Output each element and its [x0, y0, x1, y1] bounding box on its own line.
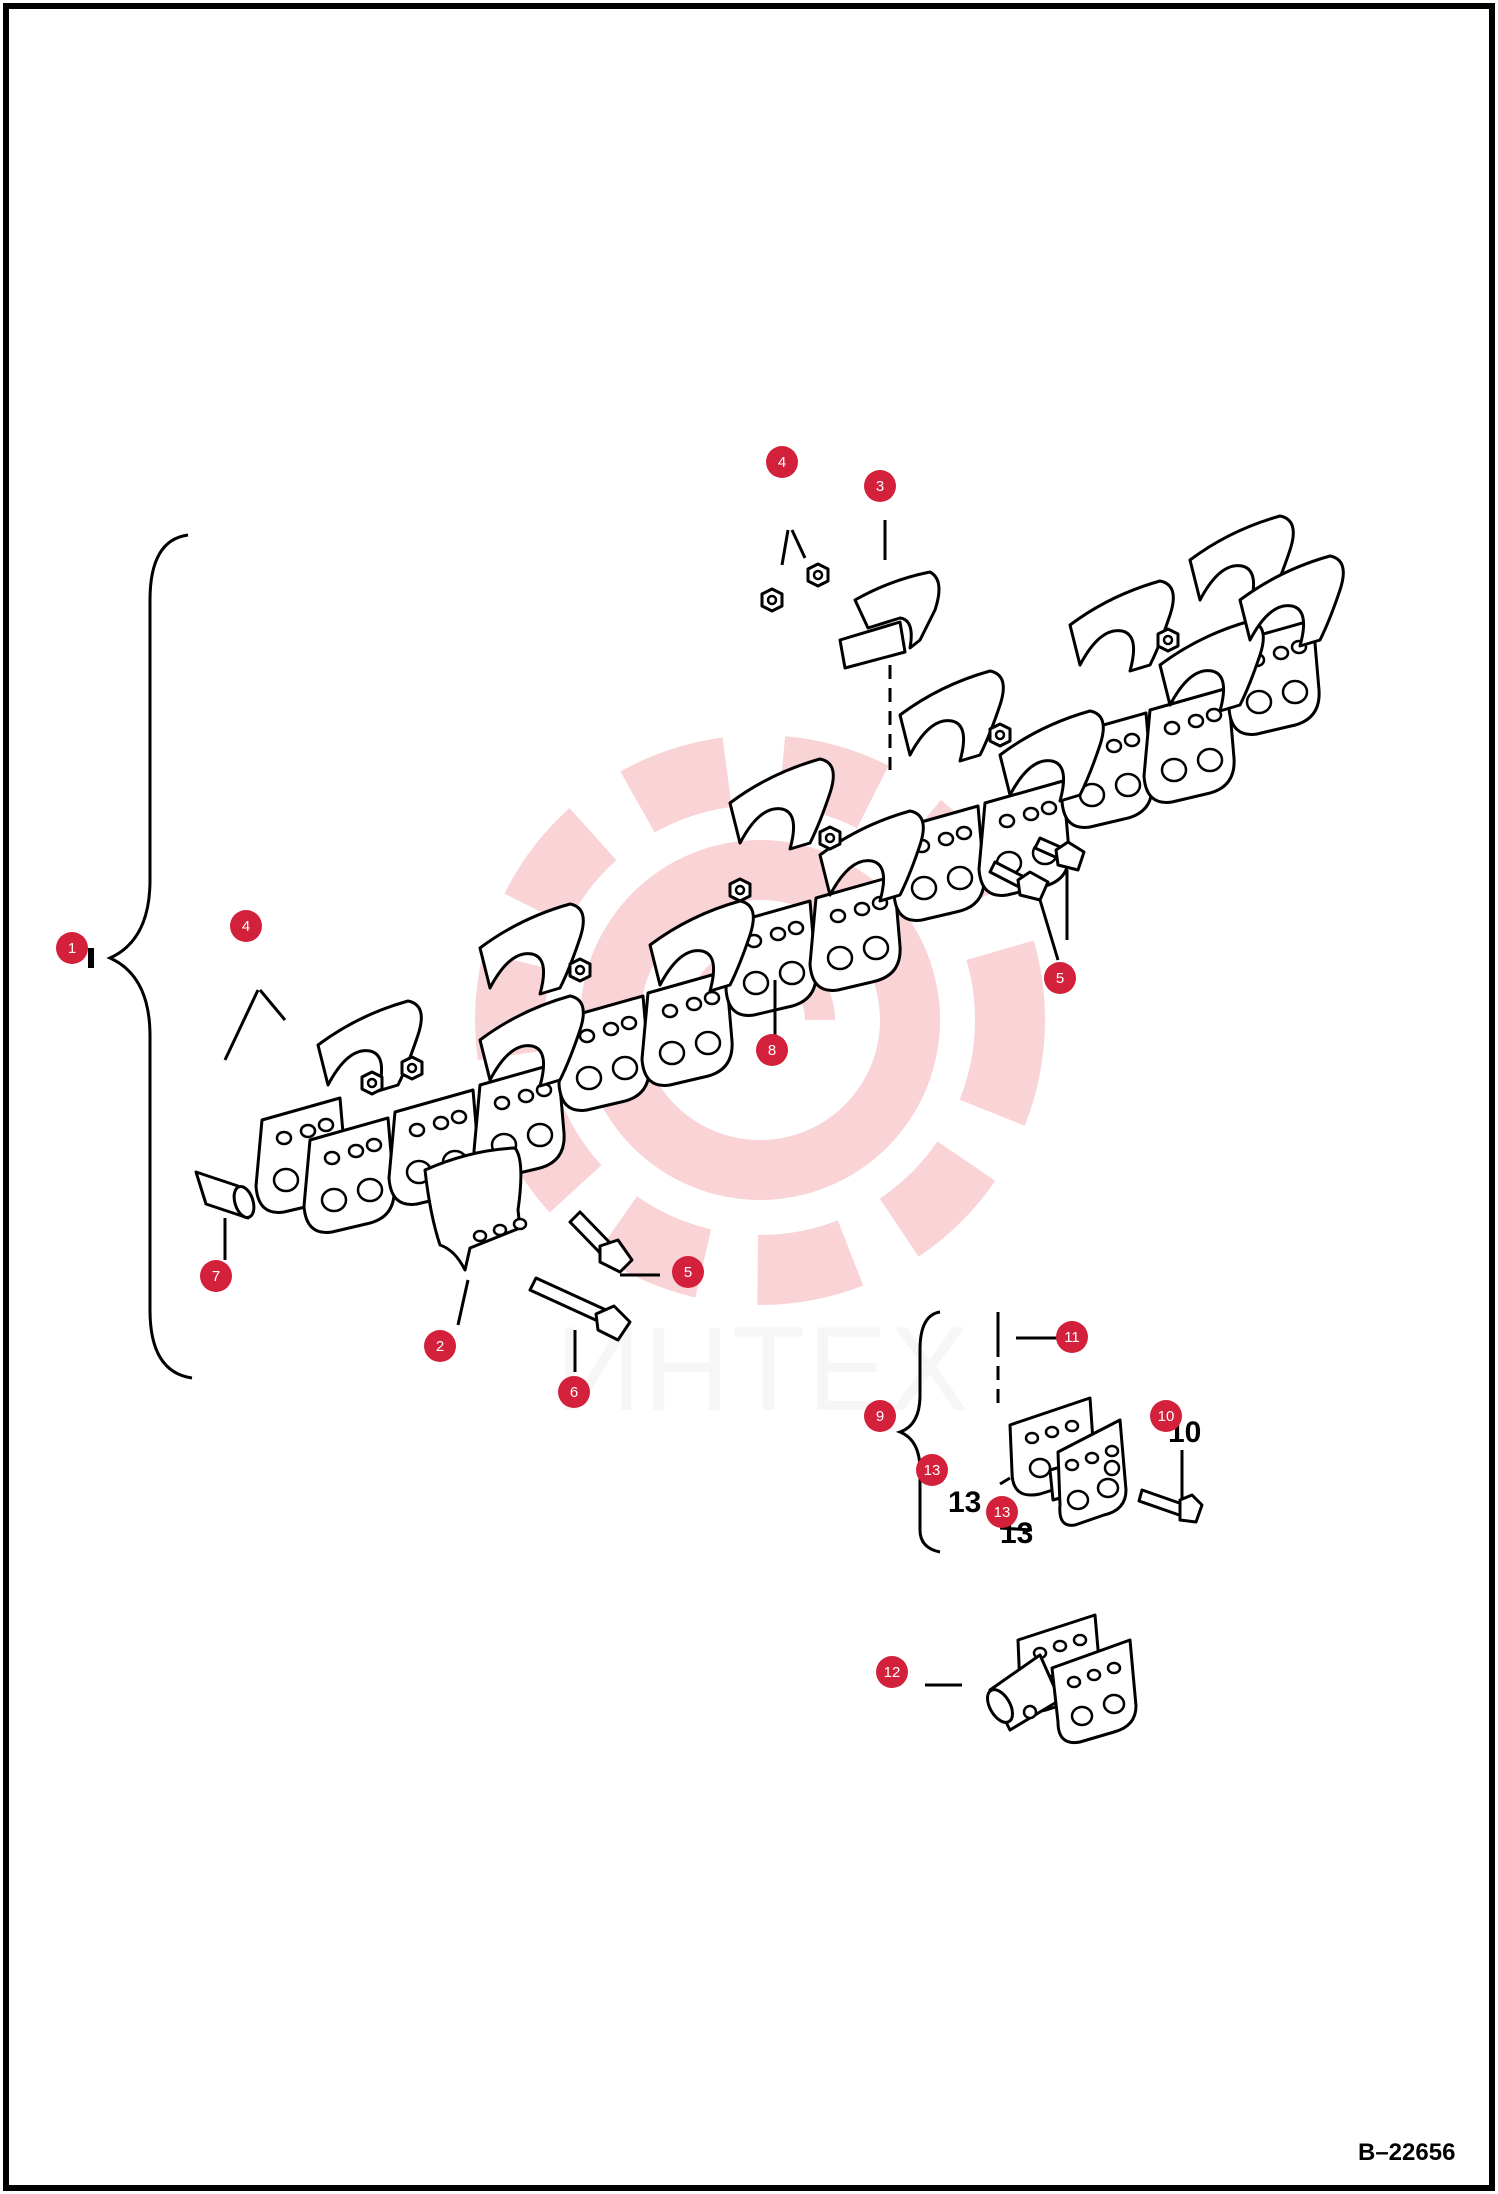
bushing-part-7: [194, 1170, 256, 1220]
callout-label: 5: [1056, 970, 1064, 987]
bolt-part-6: [528, 1276, 632, 1342]
callout-2[interactable]: 2: [424, 1330, 456, 1362]
callout-12[interactable]: 12: [876, 1656, 908, 1688]
callout-4-top[interactable]: 4: [766, 446, 798, 478]
callout-3[interactable]: 3: [864, 470, 896, 502]
printed-label-13-left: 13: [948, 1486, 981, 1519]
callout-6[interactable]: 6: [558, 1376, 590, 1408]
callout-label: 7: [212, 1268, 220, 1285]
callout-5-right[interactable]: 5: [1044, 962, 1076, 994]
connecting-link-12: [925, 1613, 1138, 1745]
bolt-part-5-upper: [988, 836, 1086, 902]
bolt-part-5-lower: [568, 1210, 634, 1274]
assembly-brace: [106, 533, 193, 1380]
brace-tick: [88, 948, 94, 968]
callout-7[interactable]: 7: [200, 1260, 232, 1292]
callout-label: 13: [924, 1462, 941, 1479]
callout-1[interactable]: 1: [56, 932, 88, 964]
callout-label: 10: [1158, 1408, 1175, 1425]
callout-label: 1: [68, 940, 76, 957]
cutter-part-2: [423, 1146, 528, 1272]
callout-label: 6: [570, 1384, 578, 1401]
connecting-link-9: [996, 1312, 1204, 1532]
callout-11[interactable]: 11: [1056, 1321, 1088, 1353]
callout-label: 4: [242, 918, 250, 935]
callout-13-left[interactable]: 13: [916, 1454, 948, 1486]
callout-4-left[interactable]: 4: [230, 910, 262, 942]
drawing-code: B–22656: [1358, 2139, 1455, 2166]
callout-label: 11: [1064, 1329, 1080, 1346]
cutter-part-3: [760, 562, 941, 770]
callout-label: 13: [994, 1504, 1011, 1521]
callout-label: 4: [778, 454, 786, 471]
leader-lines: [223, 520, 1069, 1372]
callout-10[interactable]: 10: [1150, 1400, 1182, 1432]
callout-label: 12: [884, 1664, 901, 1681]
callout-5-lower[interactable]: 5: [672, 1256, 704, 1288]
callout-label: 9: [876, 1408, 884, 1425]
sub-brace: [895, 1310, 941, 1554]
callout-13-lower[interactable]: 13: [986, 1496, 1018, 1528]
callout-label: 2: [436, 1338, 444, 1355]
callout-label: 5: [684, 1264, 692, 1281]
callout-8[interactable]: 8: [756, 1034, 788, 1066]
drawing-border: [3, 3, 1495, 2191]
callout-9[interactable]: 9: [864, 1400, 896, 1432]
callouts: 1 4 3 4 5 8 7 5 2 6 11 9 10 13 13 12: [56, 446, 1182, 1688]
callout-label: 3: [876, 478, 884, 495]
callout-label: 8: [768, 1042, 776, 1059]
